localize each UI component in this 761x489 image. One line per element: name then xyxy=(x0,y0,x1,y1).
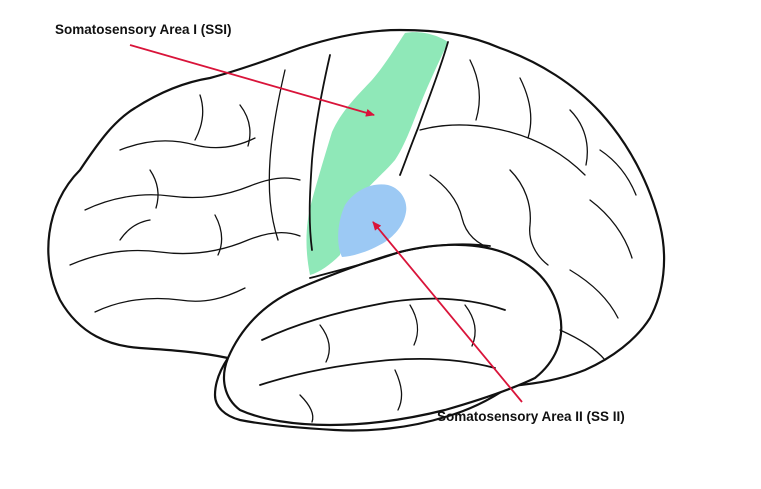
temporal-branch-5 xyxy=(394,369,403,411)
precentral-sulcus xyxy=(268,69,286,241)
intraparietal-sulcus xyxy=(419,124,586,176)
postcentral-sulcus xyxy=(399,41,449,176)
lateral-fissure xyxy=(309,243,491,279)
parietal-sulcus-5 xyxy=(569,109,588,166)
temporal-branch-4 xyxy=(299,394,314,423)
parietal-sulcus-2 xyxy=(519,77,532,139)
ssii-pointer-arrow xyxy=(372,221,523,403)
central-sulcus xyxy=(308,54,331,251)
frontal-branch-4 xyxy=(119,219,151,241)
temporal-branch-1 xyxy=(319,324,331,363)
frontal-sulcus-4 xyxy=(94,287,246,313)
frontal-branch-1 xyxy=(194,94,204,141)
ssi-label: Somatosensory Area I (SSI) xyxy=(55,22,232,37)
frontal-branch-2 xyxy=(149,169,159,209)
inferior-temporal-sulcus xyxy=(259,357,496,386)
frontal-sulcus-2 xyxy=(84,177,301,211)
temporal-lobe xyxy=(222,243,563,427)
occipital-sulcus-4 xyxy=(559,329,606,361)
parietal-sulcus-1 xyxy=(469,59,481,121)
temporal-branch-2 xyxy=(409,304,419,346)
ssii-label: Somatosensory Area II (SS II) xyxy=(437,409,625,424)
frontal-branch-3 xyxy=(214,214,223,256)
frontal-branch-5 xyxy=(239,104,251,147)
frontal-sulcus-3 xyxy=(69,231,301,266)
ssii-region xyxy=(338,184,407,257)
parietal-sulcus-4 xyxy=(509,169,549,266)
occipital-sulcus-1 xyxy=(589,199,633,259)
occipital-sulcus-3 xyxy=(599,149,637,196)
occipital-sulcus-2 xyxy=(569,269,619,319)
superior-temporal-sulcus xyxy=(261,297,506,341)
ssi-pointer-arrow xyxy=(129,44,375,117)
frontal-sulcus-1 xyxy=(119,137,256,151)
parietal-sulcus-3 xyxy=(429,174,496,251)
